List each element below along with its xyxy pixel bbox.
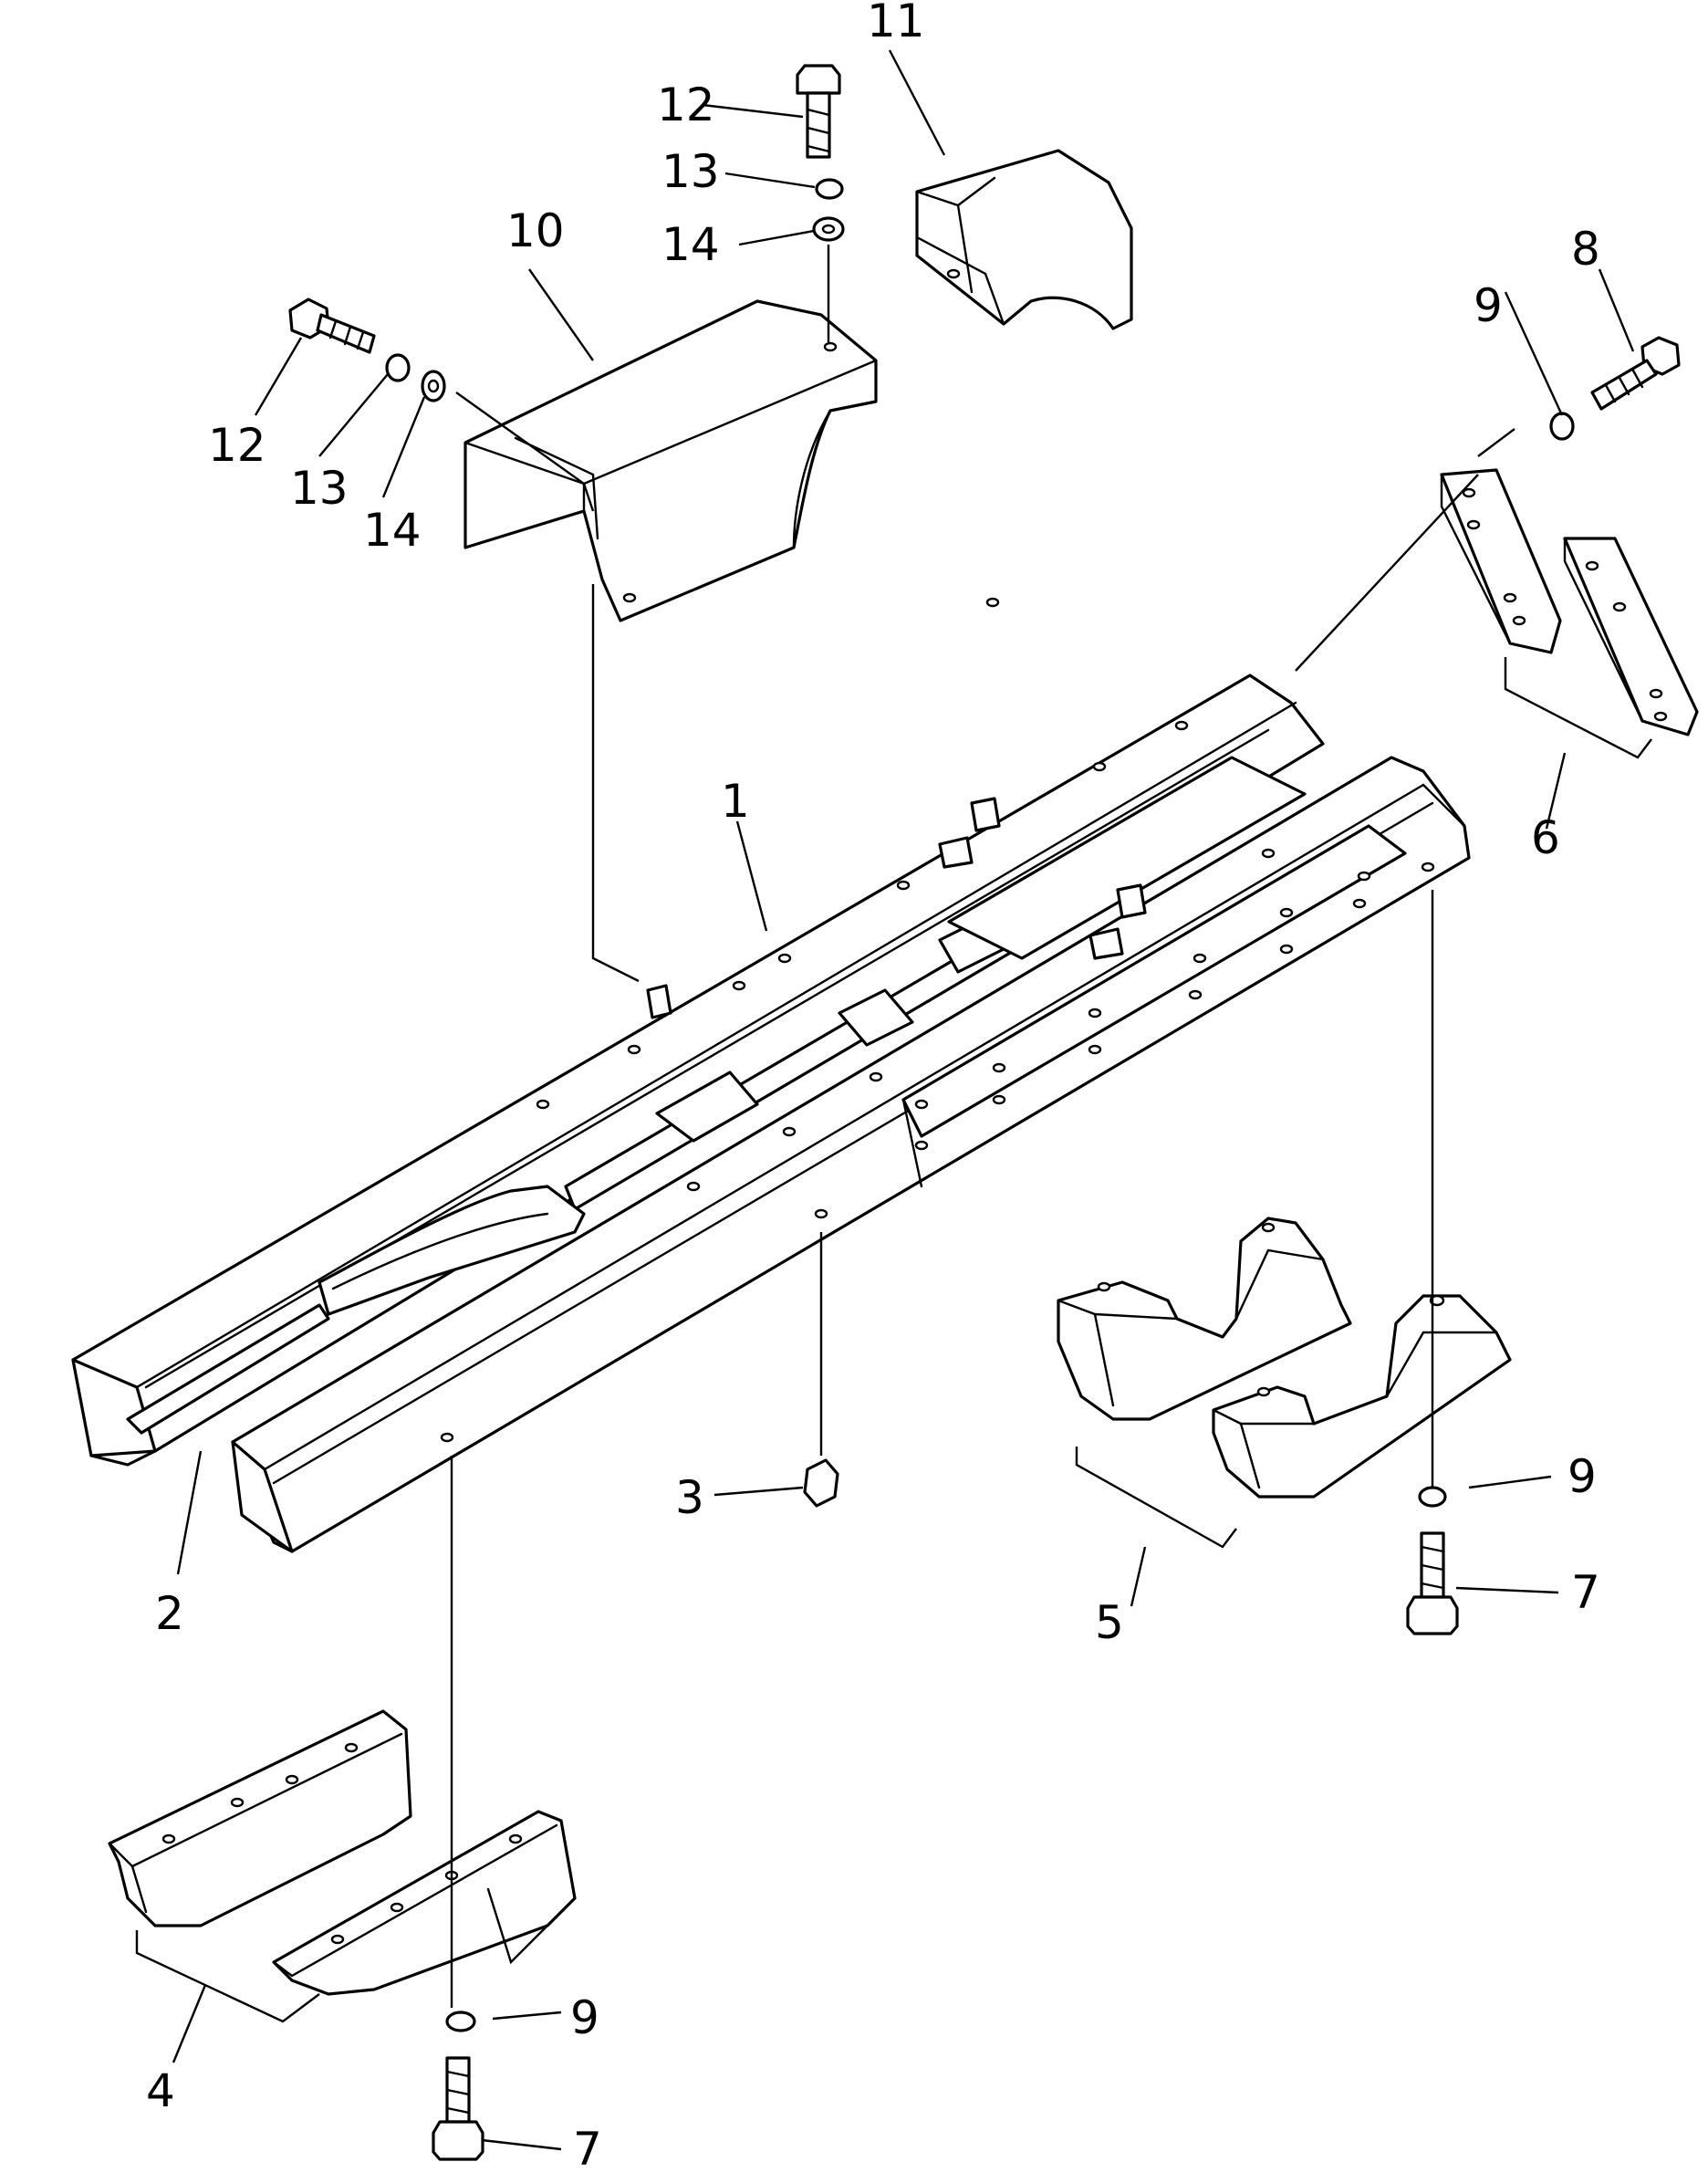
bolt-8 bbox=[1590, 336, 1681, 411]
callout-3: 3 bbox=[675, 1471, 704, 1524]
callout-13-left: 13 bbox=[290, 462, 349, 515]
callout-13-top: 13 bbox=[661, 145, 720, 198]
callout-5: 5 bbox=[1095, 1596, 1124, 1649]
callout-2: 2 bbox=[155, 1587, 184, 1640]
bolt-12-left bbox=[288, 298, 376, 354]
callout-14-left: 14 bbox=[363, 504, 422, 557]
callout-12-left: 12 bbox=[208, 419, 266, 472]
callout-6: 6 bbox=[1531, 811, 1560, 864]
callout-9-lower: 9 bbox=[570, 1991, 599, 2044]
callout-7-right: 7 bbox=[1571, 1566, 1600, 1619]
leader-lines bbox=[135, 49, 1652, 2151]
callout-12-top: 12 bbox=[657, 78, 715, 131]
plates-6 bbox=[1440, 468, 1699, 736]
callout-9-top: 9 bbox=[1474, 279, 1503, 332]
cover-11 bbox=[915, 149, 1133, 330]
callout-labels: 11 12 13 14 10 12 13 14 8 9 1 6 3 9 2 5 … bbox=[146, 0, 1600, 2176]
callout-7-lower: 7 bbox=[573, 2123, 602, 2176]
callout-4: 4 bbox=[146, 2064, 175, 2117]
track-frame bbox=[71, 674, 1471, 1553]
callout-9-right: 9 bbox=[1567, 1450, 1597, 1503]
cover-10 bbox=[463, 299, 1000, 622]
frame-holes bbox=[440, 720, 1435, 1443]
bolt-7-right bbox=[1406, 1531, 1459, 1635]
bolt-7-lower bbox=[432, 2056, 484, 2161]
callout-1: 1 bbox=[721, 775, 750, 828]
fasteners bbox=[288, 64, 1681, 2161]
callout-8: 8 bbox=[1571, 223, 1600, 276]
guards-5 bbox=[1057, 1217, 1512, 1499]
guards-4 bbox=[108, 1709, 577, 1996]
callout-11: 11 bbox=[867, 0, 925, 47]
bolt-12-top bbox=[796, 64, 841, 159]
callout-10: 10 bbox=[506, 204, 565, 257]
callout-14-top: 14 bbox=[661, 218, 720, 271]
